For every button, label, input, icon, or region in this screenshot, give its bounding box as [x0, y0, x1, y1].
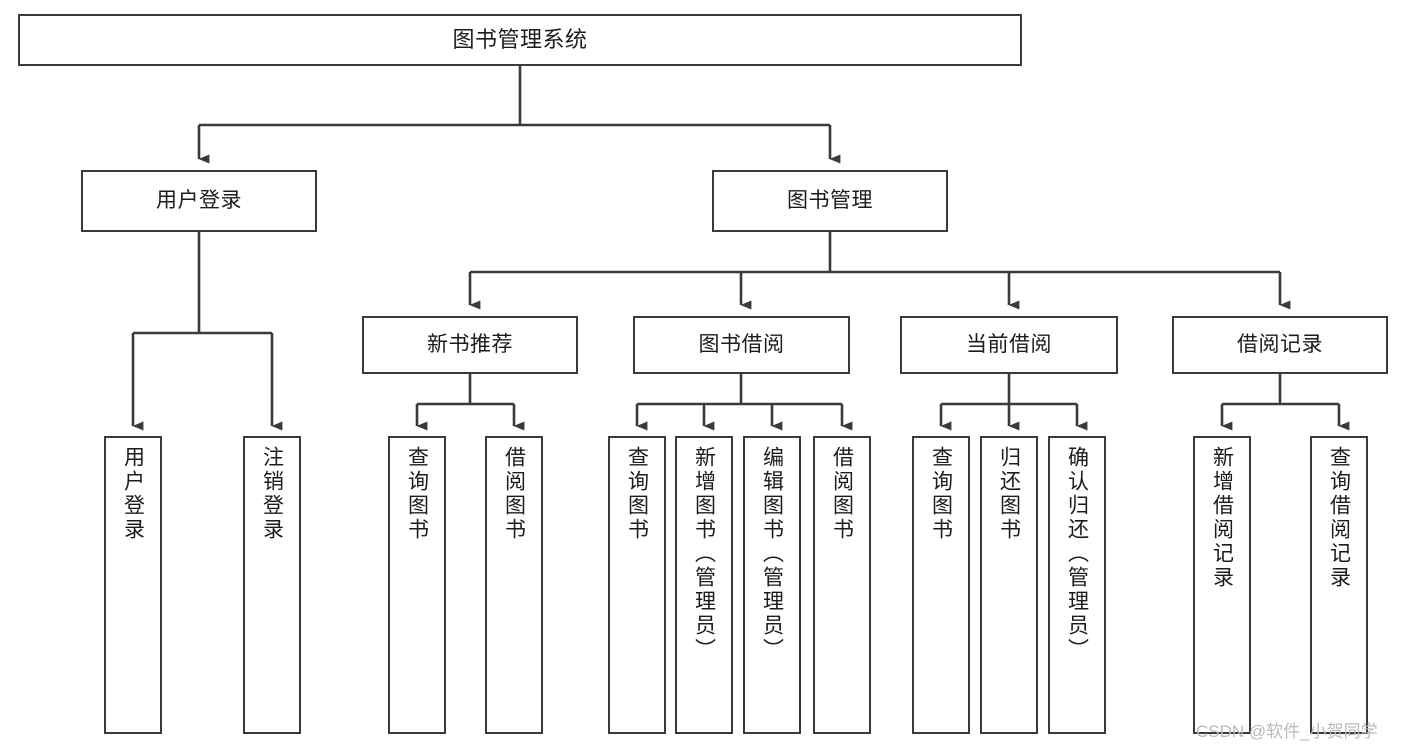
node-leaf-add-book-admin[interactable]: 新增图书（管理员） — [675, 436, 733, 734]
csdn-watermark: CSDN @软件_小贺同学 — [1196, 722, 1378, 741]
node-label: 注销登录 — [260, 446, 284, 542]
node-label: 图书借阅 — [698, 332, 785, 356]
node-label: 编辑图书（管理员） — [760, 446, 784, 662]
node-label: 确认归还（管理员） — [1065, 446, 1089, 662]
node-label: 查询借阅记录 — [1327, 446, 1351, 590]
node-label: 用户登录 — [156, 188, 242, 212]
node-label: 当前借阅 — [966, 332, 1052, 356]
node-leaf-borrow-book-recommend[interactable]: 借阅图书 — [485, 436, 543, 734]
node-label: 借阅图书 — [830, 446, 854, 542]
node-label: 归还图书 — [997, 446, 1021, 542]
node-leaf-borrow-book[interactable]: 借阅图书 — [813, 436, 871, 734]
node-new-book-recommend[interactable]: 新书推荐 — [362, 316, 578, 374]
node-leaf-query-book-borrow[interactable]: 查询图书 — [608, 436, 666, 734]
node-user-login[interactable]: 用户登录 — [81, 170, 317, 232]
node-borrow-record[interactable]: 借阅记录 — [1172, 316, 1388, 374]
node-label: 用户登录 — [121, 446, 145, 542]
node-label: 查询图书 — [625, 446, 649, 542]
node-label: 查询图书 — [929, 446, 953, 542]
node-book-management[interactable]: 图书管理 — [712, 170, 948, 232]
node-label: 图书管理系统 — [452, 27, 588, 53]
node-label: 新增图书（管理员） — [692, 446, 716, 662]
node-leaf-query-book-recommend[interactable]: 查询图书 — [388, 436, 446, 734]
node-label: 借阅图书 — [502, 446, 526, 542]
node-book-borrow[interactable]: 图书借阅 — [633, 316, 850, 374]
node-leaf-add-borrow-record[interactable]: 新增借阅记录 — [1193, 436, 1251, 734]
node-leaf-query-book-current[interactable]: 查询图书 — [912, 436, 970, 734]
node-leaf-confirm-return-admin[interactable]: 确认归还（管理员） — [1048, 436, 1106, 734]
node-label: 图书管理 — [787, 188, 873, 212]
node-label: 借阅记录 — [1237, 332, 1323, 356]
node-root-book-management-system[interactable]: 图书管理系统 — [18, 14, 1022, 66]
node-label: 新书推荐 — [427, 332, 513, 356]
node-leaf-query-borrow-record[interactable]: 查询借阅记录 — [1310, 436, 1368, 734]
node-leaf-return-book[interactable]: 归还图书 — [980, 436, 1038, 734]
node-label: 新增借阅记录 — [1210, 446, 1234, 590]
node-label: 查询图书 — [405, 446, 429, 542]
node-leaf-user-login[interactable]: 用户登录 — [104, 436, 162, 734]
node-leaf-logout[interactable]: 注销登录 — [243, 436, 301, 734]
node-leaf-edit-book-admin[interactable]: 编辑图书（管理员） — [743, 436, 801, 734]
node-current-borrow[interactable]: 当前借阅 — [900, 316, 1118, 374]
